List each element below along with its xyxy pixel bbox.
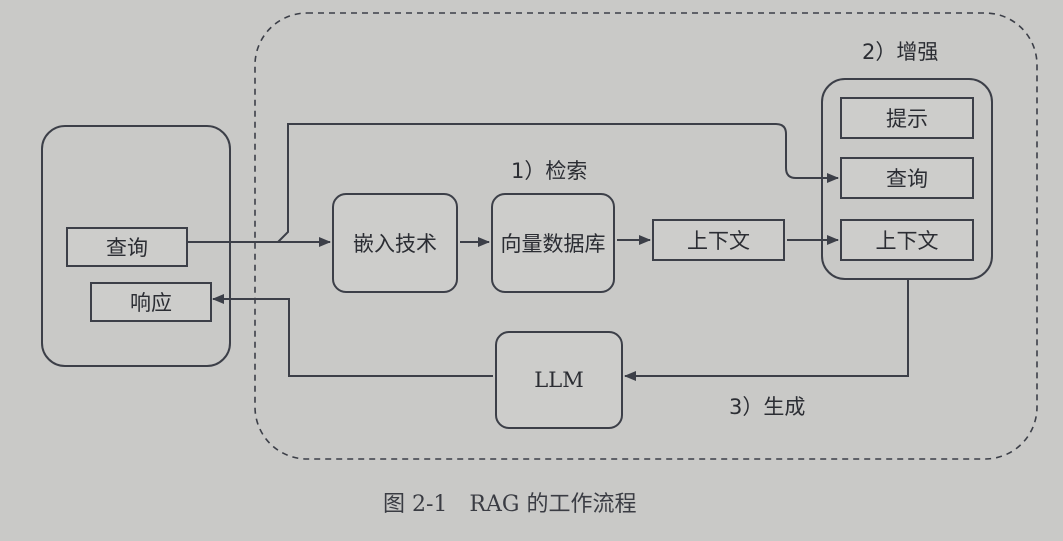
response-label: 响应 (130, 291, 172, 315)
vector-db-box: 向量数据库 (491, 193, 615, 293)
vector-db-label: 向量数据库 (500, 232, 606, 256)
augment-panel (821, 78, 993, 280)
prompt-box: 提示 (840, 97, 974, 139)
arrow-augment-to-llm (624, 279, 909, 381)
stage-generate-label: 3）生成 (729, 395, 806, 419)
augment-context-label: 上下文 (875, 229, 939, 253)
arrow-llm-to-response (212, 294, 493, 377)
query-label: 查询 (106, 236, 148, 260)
llm-label: LLM (534, 368, 584, 392)
augment-context-box: 上下文 (840, 219, 974, 261)
arrow-query-to-augment (277, 123, 839, 243)
stage-augment-label: 2）增强 (862, 40, 939, 64)
augment-query-box: 查询 (840, 157, 974, 199)
figure-caption: 图 2-1 RAG 的工作流程 (383, 492, 637, 517)
embedding-label: 嵌入技术 (353, 232, 437, 256)
stage-retrieve-label: 1）检索 (511, 159, 588, 183)
response-box: 响应 (90, 282, 212, 322)
query-box: 查询 (66, 227, 188, 267)
context-box: 上下文 (652, 219, 785, 261)
embedding-box: 嵌入技术 (332, 193, 458, 293)
augment-query-label: 查询 (886, 167, 928, 191)
user-panel (41, 125, 231, 367)
rag-boundary (254, 12, 1038, 460)
prompt-label: 提示 (886, 107, 928, 131)
context-label: 上下文 (687, 229, 750, 253)
llm-box: LLM (495, 331, 623, 429)
